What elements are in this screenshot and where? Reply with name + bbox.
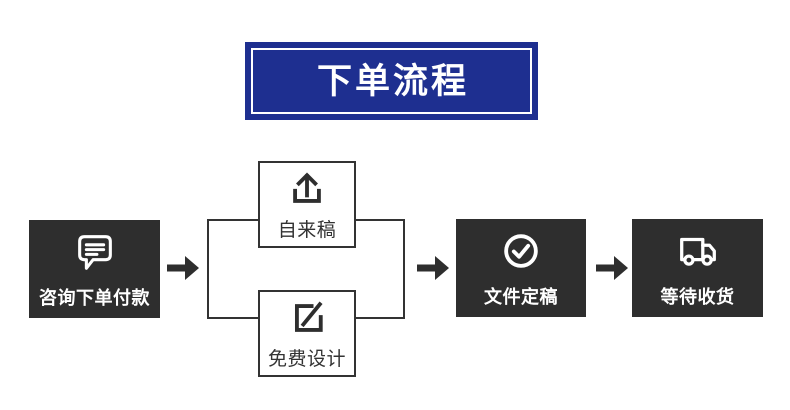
check-circle-icon — [498, 228, 544, 274]
chat-icon — [72, 229, 118, 275]
arrow-right-icon — [596, 256, 628, 280]
step-finalize-files: 文件定稿 — [456, 219, 586, 317]
truck-icon — [673, 228, 723, 274]
arrow-right-icon — [167, 256, 199, 280]
step-label: 免费设计 — [267, 349, 346, 370]
step-label: 自来稿 — [277, 220, 337, 241]
title-banner-frame: 下单流程 — [251, 48, 532, 114]
branch-own-manuscript: 自来稿 — [258, 161, 356, 248]
step-label: 文件定稿 — [484, 286, 558, 307]
step-consult-order-pay: 咨询下单付款 — [29, 220, 160, 318]
arrow-right-icon — [417, 256, 449, 280]
branch-free-design: 免费设计 — [258, 290, 356, 377]
title-banner: 下单流程 — [245, 42, 538, 120]
page-title: 下单流程 — [316, 61, 469, 101]
step-wait-delivery: 等待收货 — [632, 219, 763, 317]
edit-icon — [285, 296, 329, 340]
step-label: 咨询下单付款 — [39, 287, 150, 308]
upload-icon — [285, 167, 329, 211]
step-label: 等待收货 — [660, 286, 735, 307]
